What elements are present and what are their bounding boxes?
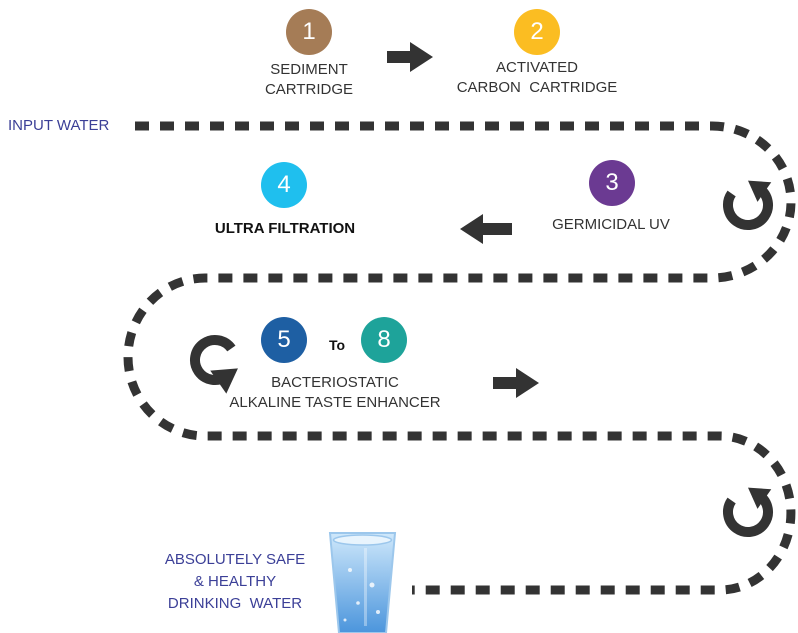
step-2-label: ACTIVATED CARBON CARTRIDGE	[432, 58, 642, 98]
step-3-label: GERMICIDAL UV	[536, 215, 686, 235]
step-3-badge: 3	[589, 160, 635, 206]
step-1-label: SEDIMENT CARTRIDGE	[239, 60, 379, 100]
step-1-label-line-1: SEDIMENT	[270, 61, 348, 78]
step-4-label-line-1: ULTRA FILTRATION	[214, 220, 356, 237]
step-5-8-label: BACTERIOSTATIC ALKALINE TASTE ENHANCER	[200, 373, 470, 413]
step-3-label-line-1: GERMICIDAL UV	[552, 216, 670, 233]
step-1-label-line-2: CARTRIDGE	[264, 81, 354, 98]
output-label-line-1: ABSOLUTELY SAFE	[164, 551, 306, 568]
step-1-badge: 1	[286, 9, 332, 55]
step-8-badge: 8	[361, 317, 407, 363]
step-2-badge: 2	[514, 9, 560, 55]
step-5-8-label-line-1: BACTERIOSTATIC	[271, 374, 399, 391]
curved-arrow-icon	[190, 335, 238, 394]
output-label-line-3: DRINKING WATER	[167, 595, 303, 612]
flow-path	[123, 121, 796, 595]
step-2-label-line-1: ACTIVATED	[496, 59, 578, 76]
input-water-label: INPUT WATER	[8, 117, 110, 134]
curved-arrow-icon	[723, 487, 773, 537]
right-arrow-icon	[387, 42, 433, 72]
left-arrow-icon	[460, 214, 512, 244]
step-5-8-label-line-2: ALKALINE TASTE ENHANCER	[229, 394, 441, 411]
output-water-label: ABSOLUTELY SAFE & HEALTHY DRINKING WATER	[150, 549, 320, 615]
curved-arrow-icon	[723, 180, 773, 230]
step-2-label-line-2: CARBON CARTRIDGE	[456, 79, 618, 96]
step-4-badge: 4	[261, 162, 307, 208]
step-5-badge: 5	[261, 317, 307, 363]
step-range-to-label: To	[328, 337, 346, 353]
water-glass-icon	[328, 532, 397, 633]
right-arrow-icon	[493, 368, 539, 398]
output-label-line-2: & HEALTHY	[193, 573, 277, 590]
step-4-label: ULTRA FILTRATION	[200, 219, 370, 239]
